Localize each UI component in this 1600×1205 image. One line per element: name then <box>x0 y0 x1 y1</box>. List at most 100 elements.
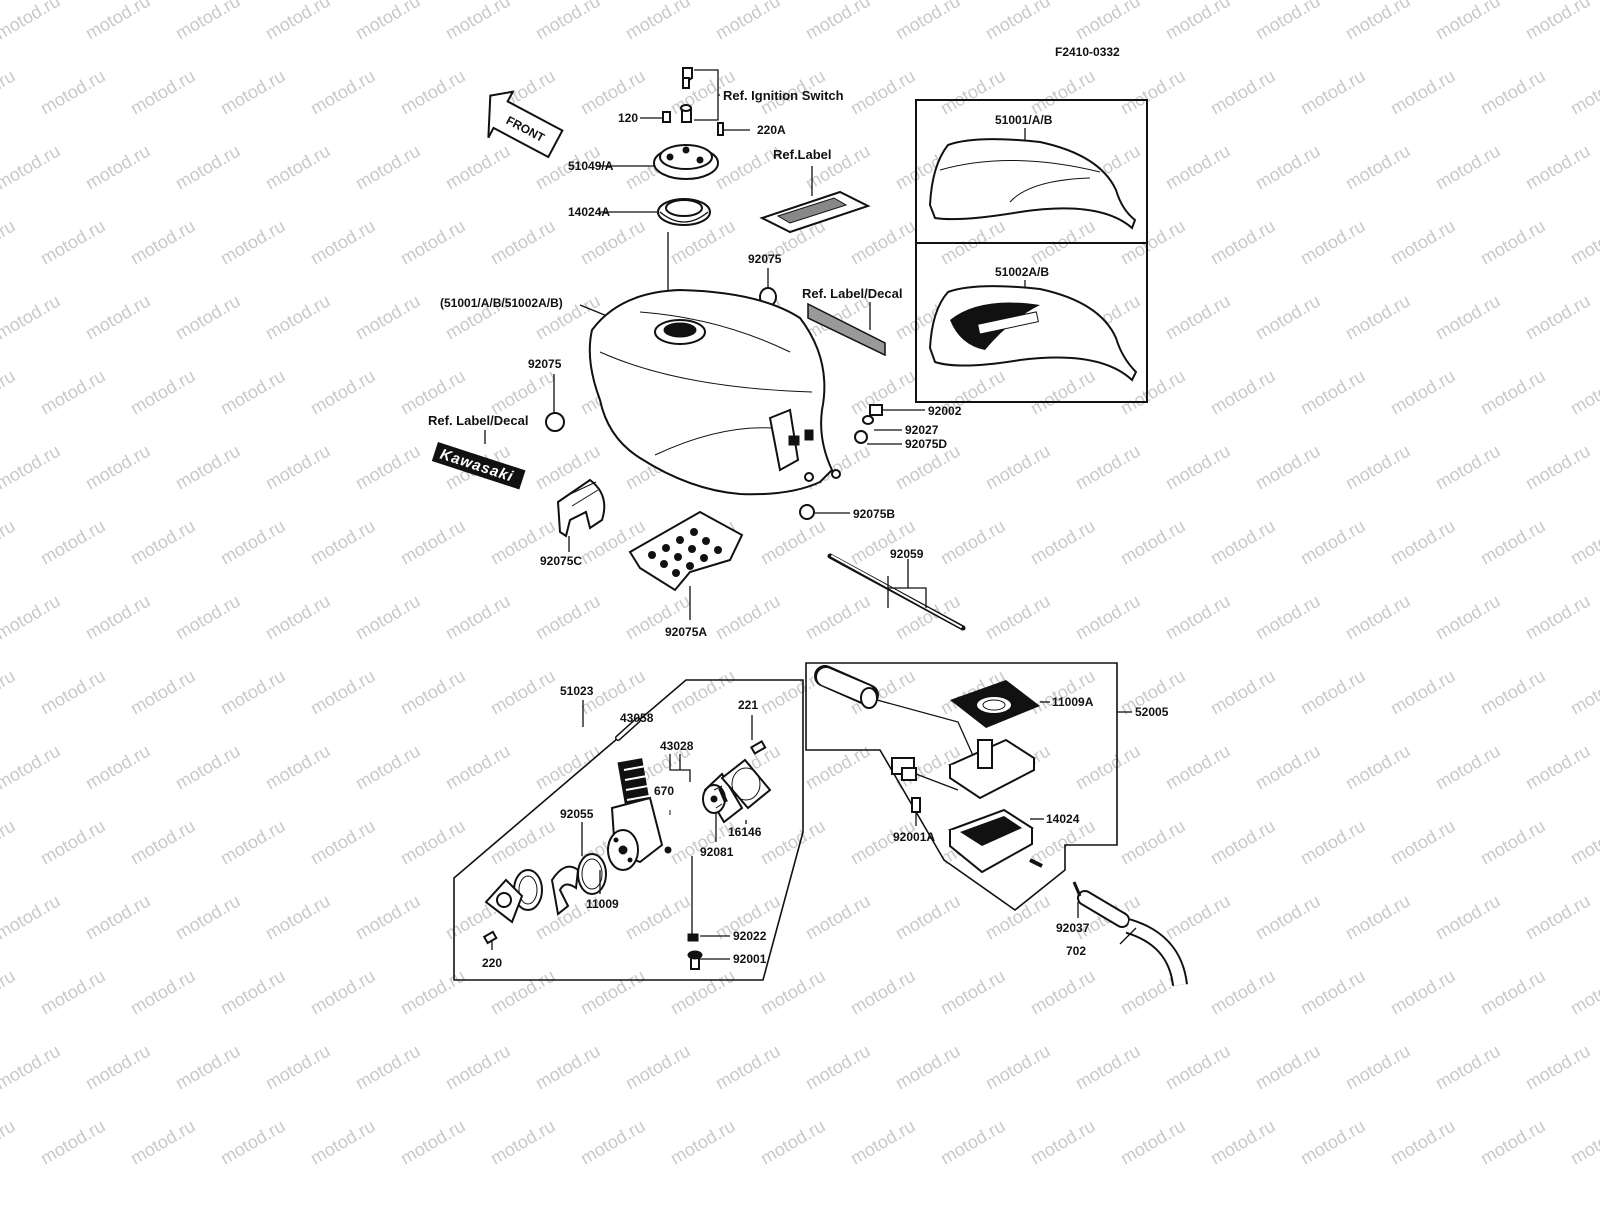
watermark-text: motod.ru <box>1432 1041 1504 1094</box>
watermark-text: motod.ru <box>802 741 874 794</box>
watermark-text: motod.ru <box>1567 66 1600 119</box>
watermark-text: motod.ru <box>307 1116 379 1169</box>
watermark-text: motod.ru <box>1522 291 1594 344</box>
label-tank-ref: (51001/A/B/51002A/B) <box>440 296 563 310</box>
watermark-text: motod.ru <box>442 141 514 194</box>
watermark-text: motod.ru <box>1297 366 1369 419</box>
tank-cover-51001 <box>928 138 1137 230</box>
watermark-text: motod.ru <box>1207 666 1279 719</box>
watermark-text: motod.ru <box>1522 741 1594 794</box>
watermark-text: motod.ru <box>1207 966 1279 1019</box>
watermark-text: motod.ru <box>127 216 199 269</box>
watermark-text: motod.ru <box>1207 216 1279 269</box>
watermark-text: motod.ru <box>757 1116 829 1169</box>
watermark-text: motod.ru <box>802 0 874 43</box>
watermark-text: motod.ru <box>1252 1041 1324 1094</box>
label-92001: 92001 <box>733 952 767 966</box>
fuel-hose-702 <box>1072 881 1188 987</box>
watermark-text: motod.ru <box>1342 441 1414 494</box>
watermark-text: motod.ru <box>442 0 514 43</box>
watermark-text: motod.ru <box>1432 741 1504 794</box>
watermark-text: motod.ru <box>127 666 199 719</box>
watermark-text: motod.ru <box>982 441 1054 494</box>
label-ref-label: Ref.Label <box>773 147 832 162</box>
fuel-cock-outline <box>453 679 804 981</box>
watermark-text: motod.ru <box>1432 441 1504 494</box>
watermark-text: motod.ru <box>217 816 289 869</box>
watermark-text: motod.ru <box>172 291 244 344</box>
watermark-text: motod.ru <box>1567 216 1600 269</box>
inset-box-tank-variants <box>915 99 1148 403</box>
watermark-text: motod.ru <box>622 0 694 43</box>
watermark-text: motod.ru <box>532 1041 604 1094</box>
watermark-text: motod.ru <box>1477 66 1549 119</box>
watermark-text: motod.ru <box>127 1116 199 1169</box>
watermark-text: motod.ru <box>1567 366 1600 419</box>
watermark-text: motod.ru <box>1162 141 1234 194</box>
watermark-text: motod.ru <box>1072 1041 1144 1094</box>
watermark-text: motod.ru <box>82 741 154 794</box>
watermark-text: motod.ru <box>37 66 109 119</box>
watermark-text: motod.ru <box>217 1116 289 1169</box>
watermark-text: motod.ru <box>172 141 244 194</box>
watermark-text: motod.ru <box>667 1116 739 1169</box>
watermark-text: motod.ru <box>82 591 154 644</box>
watermark-text: motod.ru <box>262 291 334 344</box>
watermark-text: motod.ru <box>1567 966 1600 1019</box>
watermark-text: motod.ru <box>1432 291 1504 344</box>
watermark-text: motod.ru <box>352 141 424 194</box>
watermark-text: motod.ru <box>0 591 64 644</box>
watermark-text: motod.ru <box>757 516 829 569</box>
figure-code: F2410-0332 <box>1055 45 1120 59</box>
watermark-text: motod.ru <box>1252 291 1324 344</box>
watermark-text: motod.ru <box>937 1116 1009 1169</box>
watermark-text: motod.ru <box>532 591 604 644</box>
watermark-text: motod.ru <box>1207 816 1279 869</box>
watermark-text: motod.ru <box>1297 1116 1369 1169</box>
watermark-text: motod.ru <box>217 66 289 119</box>
watermark-text: motod.ru <box>1117 1116 1189 1169</box>
watermark-text: motod.ru <box>352 591 424 644</box>
watermark-text: motod.ru <box>82 891 154 944</box>
watermark-text: motod.ru <box>1027 966 1099 1019</box>
watermark-text: motod.ru <box>352 741 424 794</box>
watermark-text: motod.ru <box>0 1041 64 1094</box>
watermark-text: motod.ru <box>667 816 739 869</box>
watermark-text: motod.ru <box>1522 441 1594 494</box>
label-92037: 92037 <box>1056 921 1090 935</box>
label-702: 702 <box>1066 944 1086 958</box>
watermark-text: motod.ru <box>352 0 424 43</box>
watermark-text: motod.ru <box>352 1041 424 1094</box>
watermark-text: motod.ru <box>217 666 289 719</box>
watermark-text: motod.ru <box>397 1116 469 1169</box>
watermark-text: motod.ru <box>1432 591 1504 644</box>
watermark-text: motod.ru <box>937 966 1009 1019</box>
watermark-text: motod.ru <box>892 891 964 944</box>
label-43028: 43028 <box>660 739 694 753</box>
watermark-text: motod.ru <box>262 1041 334 1094</box>
watermark-text: motod.ru <box>1477 366 1549 419</box>
watermark-text: motod.ru <box>217 516 289 569</box>
watermark-text: motod.ru <box>262 0 334 43</box>
watermark-text: motod.ru <box>1252 741 1324 794</box>
watermark-text: motod.ru <box>1027 516 1099 569</box>
label-16146: 16146 <box>728 825 762 839</box>
watermark-text: motod.ru <box>0 666 19 719</box>
watermark-text: motod.ru <box>217 216 289 269</box>
watermark-text: motod.ru <box>0 141 64 194</box>
watermark-text: motod.ru <box>172 891 244 944</box>
watermark-text: motod.ru <box>1027 666 1099 719</box>
watermark-text: motod.ru <box>847 1116 919 1169</box>
decal-strip <box>807 302 886 357</box>
fuel-sender-assembly <box>814 665 1043 874</box>
watermark-text: motod.ru <box>217 966 289 1019</box>
label-11009: 11009 <box>586 897 619 911</box>
watermark-text: motod.ru <box>532 741 604 794</box>
watermark-text: motod.ru <box>127 66 199 119</box>
label-92075c: 92075C <box>540 554 582 568</box>
watermark-text: motod.ru <box>982 591 1054 644</box>
watermark-text: motod.ru <box>1162 291 1234 344</box>
label-120: 120 <box>618 111 638 125</box>
watermark-text: motod.ru <box>1072 591 1144 644</box>
